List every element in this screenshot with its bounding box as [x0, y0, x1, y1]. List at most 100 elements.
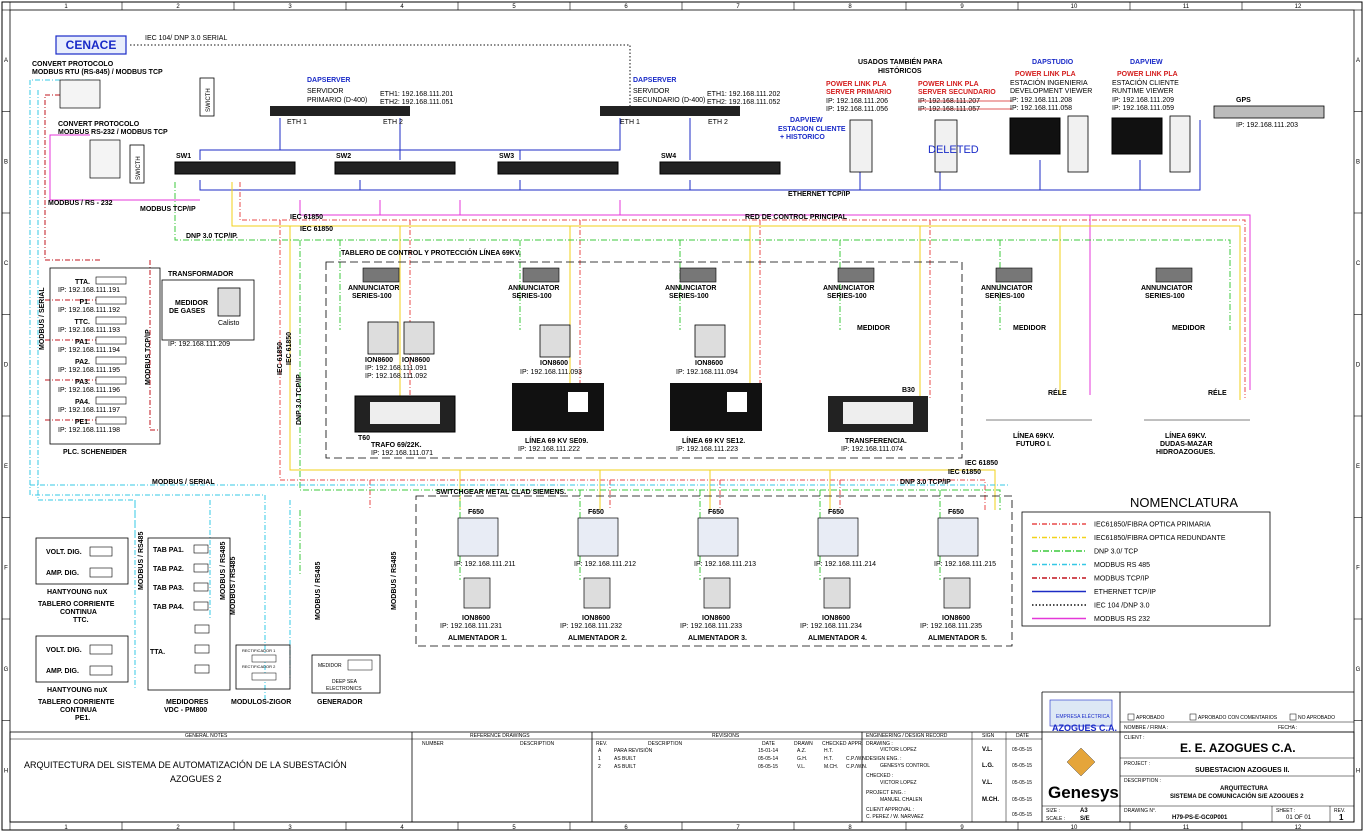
feeder-name: ALIMENTADOR 2. [568, 635, 627, 642]
panel-69kv: TABLERO DE CONTROL Y PROTECCIÓN LÍNEA 69… [277, 248, 1250, 486]
annunciator-label: ANNUNCIATOR [508, 285, 559, 292]
annunciator-icon [996, 268, 1032, 282]
s2-ip1: ETH1: 192.168.111.202 [707, 91, 780, 98]
rev-row-rev: 1 [598, 756, 601, 762]
feeder-ion: ION8600 [702, 615, 730, 622]
pl1-ip2: IP: 192.168.111.056 [826, 106, 888, 113]
ttc-brand: HANTYOUNG nuX [47, 589, 108, 596]
dv2-title: POWER LINK PLA [1117, 71, 1178, 78]
plc-item-ip: IP: 192.168.111.194 [58, 347, 120, 354]
f650-label: F650 [468, 509, 484, 516]
ion-meter-icon [704, 578, 730, 608]
rev-row-rev: A [598, 748, 602, 754]
iec-e2: IEC 61850 [948, 469, 981, 476]
legend-item-label: IEC61850/FIBRA OPTICA REDUNDANTE [1094, 535, 1226, 542]
empresa-b: AZOGUES C.A. [1052, 723, 1117, 733]
sign-initials: V.L. [982, 747, 993, 753]
tb-description-2: DESCRIPTION [648, 741, 683, 747]
sw1-label: SW1 [176, 153, 191, 160]
annunciator-icon [363, 268, 399, 282]
pl2-ip1: IP: 192.168.111.207 [918, 98, 980, 105]
rev-row-drawn: V.L. [797, 764, 805, 770]
annunciator-label: ANNUNCIATOR [665, 285, 716, 292]
plc-module-icon [96, 297, 126, 304]
feeder-ip2: IP: 192.168.111.233 [680, 623, 742, 630]
c2-ip: IP: 192.168.111.222 [518, 446, 580, 453]
tb-general-notes: GENERAL NOTES [185, 733, 228, 739]
dv2-line3: RUNTIME VIEWER [1112, 88, 1173, 95]
ds-title: POWER LINK PLA [1015, 71, 1076, 78]
iec104-label: IEC 104/ DNP 3.0 SERIAL [145, 35, 227, 42]
dv1-tag: DAPVIEW [790, 117, 823, 124]
pe1-volt: VOLT. DIG. [46, 647, 82, 654]
feeder-name: ALIMENTADOR 4. [808, 635, 867, 642]
col2-ip: IP: 192.168.111.093 [520, 369, 582, 376]
pe1-amp: AMP. DIG. [46, 668, 79, 675]
bl-modbus-serial: MODBUS / SERIAL [152, 479, 215, 486]
annunciator-series: SERIES-100 [512, 293, 552, 300]
row-letter-left: F [4, 566, 8, 572]
switchgear: SWITCHGEAR METAL CLAD SIEMENS. F650IP: 1… [416, 489, 1012, 646]
sw3-label: SW3 [499, 153, 514, 160]
gps-label: GPS [1236, 97, 1251, 104]
usados-a: USADOS TAMBIÉN PARA [858, 57, 943, 66]
legend-item-label: MODBUS RS 232 [1094, 616, 1150, 623]
medidor-c6: MEDIDOR [1172, 325, 1205, 332]
plc-item-tag: PA2. [75, 359, 90, 366]
ion-meter-icon [944, 578, 970, 608]
workstations: USADOS TAMBIÉN PARA HISTÓRICOS POWER LIN… [778, 57, 1324, 172]
col1-ip1: IP: 192.168.111.091 [365, 365, 427, 372]
plc-item-ip: IP: 192.168.111.191 [58, 287, 120, 294]
dv2-tag: DAPVIEW [1130, 59, 1163, 66]
red-control-label: RED DE CONTROL PRINCIPAL [745, 214, 848, 221]
tb-title-b: AZOGUES 2 [170, 774, 222, 784]
legend-title: NOMENCLATURA [1130, 495, 1238, 510]
dnp-vertical: DNP 3.0 TCP/IP [296, 374, 303, 425]
annunciator-label: ANNUNCIATOR [348, 285, 399, 292]
tb-size-v: A3 [1080, 808, 1088, 814]
bl-rs485-3: MODBUS / RS485 [230, 557, 237, 615]
switch-label-2: SWICTH [136, 156, 142, 180]
tb-rev: REV. [596, 741, 607, 747]
feeder-ip2: IP: 192.168.111.235 [920, 623, 982, 630]
ds-line3: DEVELOPMENT VIEWER [1010, 88, 1092, 95]
dv1-subtitle: + HISTORICO [780, 134, 825, 141]
network-switches: SW1 SW2 SW3 SW4 [175, 153, 780, 174]
col-number-top: 1 [64, 4, 68, 10]
bl-rs485-1: MODBUS / RS485 [138, 532, 145, 590]
plc-module-icon [96, 277, 126, 284]
plc-item-ip: IP: 192.168.111.196 [58, 387, 120, 394]
cenace-label: CENACE [66, 38, 117, 52]
s1-ip1: ETH1: 192.168.111.201 [380, 91, 453, 98]
bl-rs485-4: MODBUS / RS485 [315, 562, 322, 620]
c1-name: TRAFO 69/22K. [371, 442, 422, 449]
c4-name: TRANSFERENCIA. [845, 438, 907, 445]
tb-design-l: DESIGN ENG. : [866, 756, 902, 762]
rele-c6: RÉLE [1208, 388, 1227, 397]
f650-relay-icon [818, 518, 858, 556]
dnp-tcpip-label: DNP 3.0 TCP/IP. [186, 233, 238, 240]
plc-item-ip: IP: 192.168.111.192 [58, 307, 120, 314]
col-number-bottom: 10 [1071, 825, 1078, 831]
medidores-title: MEDIDORES [166, 699, 209, 706]
modulos-label: MODULOS-ZIGOR [231, 699, 291, 706]
legend-item-label: MODBUS RS 485 [1094, 562, 1150, 569]
rev-row-checked: H.T. [824, 748, 833, 754]
iec-vertical-2: IEC 61850 [286, 332, 293, 365]
f650-label: F650 [948, 509, 964, 516]
tb-drawing-no: H79-PS-E-GC0P001 [1172, 815, 1228, 821]
feeder-name: ALIMENTADOR 3. [688, 635, 747, 642]
tab-label: TAB PA3. [153, 585, 184, 592]
s2-eth2: ETH 2 [708, 119, 728, 126]
f650-relay-icon [458, 518, 498, 556]
col1-ip2: IP: 192.168.111.092 [365, 373, 427, 380]
tb-sign: SIGN [982, 733, 995, 739]
legend-item-label: ETHERNET TCP/IP [1094, 589, 1156, 596]
iec61850-label-2: IEC 61850 [300, 226, 333, 233]
rev-row-desc: PARA REVISIÓN [614, 747, 653, 754]
legend: NOMENCLATURA IEC61850/FIBRA OPTICA PRIMA… [1022, 495, 1270, 626]
legend-item-label: IEC61850/FIBRA OPTICA PRIMARIA [1094, 522, 1211, 529]
tb-drawing-no-l: DRAWING N°. [1124, 808, 1156, 814]
ion-meter-icon [464, 578, 490, 608]
